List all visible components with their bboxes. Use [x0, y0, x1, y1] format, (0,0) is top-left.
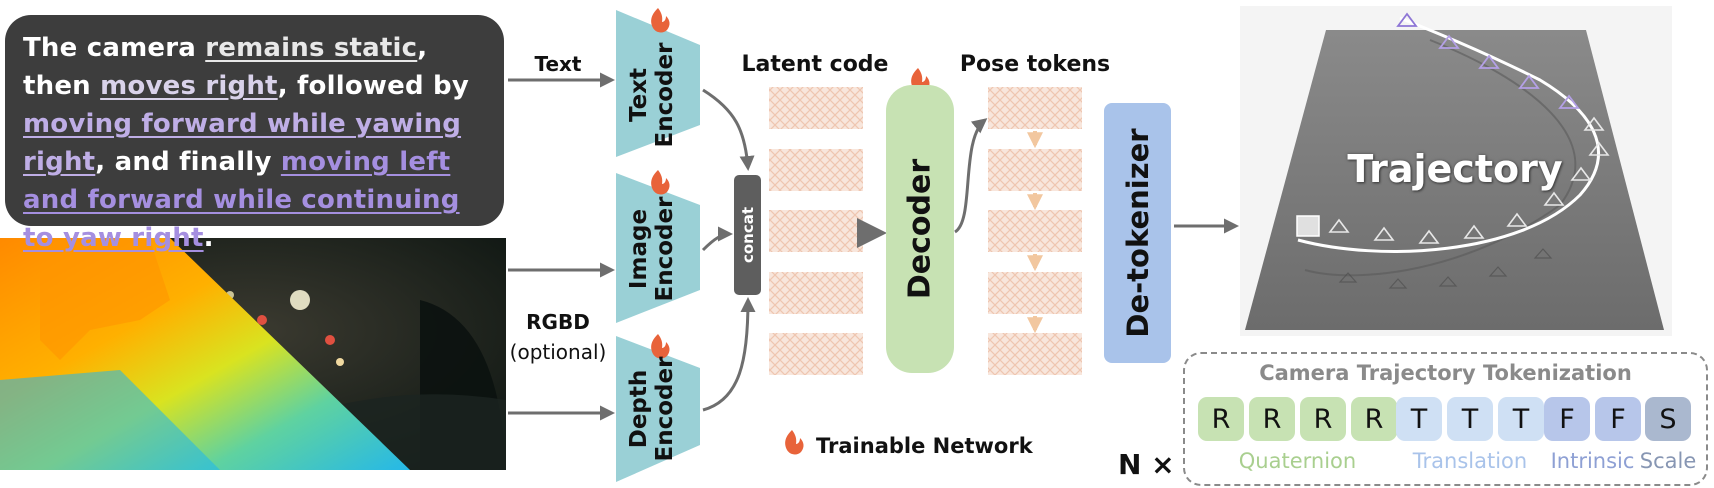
tokenization-box: [1183, 352, 1708, 486]
image-encoder-l1: Image: [626, 208, 652, 290]
token-group-label: Intrinsic: [1550, 449, 1635, 473]
decoder-label: Decoder: [902, 158, 938, 300]
prompt-segment: .: [203, 223, 214, 253]
tokenization-title: Camera Trajectory Tokenization: [1259, 361, 1632, 385]
prompt-segment: moving forward while yawing right: [23, 109, 462, 177]
prompt-segment: moves right: [100, 71, 278, 101]
token-translation: T: [1396, 397, 1442, 441]
token-translation: T: [1498, 397, 1544, 441]
image-encoder: Image Encoder: [626, 194, 680, 304]
depth-encoder-l1: Depth: [626, 369, 652, 449]
decoder-block: Decoder: [886, 85, 954, 373]
token-scale: S: [1645, 397, 1691, 441]
concat-label: concat: [738, 206, 757, 264]
rgbd-image: [0, 238, 506, 470]
text-prompt: The camera remains static, then moves ri…: [5, 15, 504, 253]
token-intrinsic: F: [1544, 397, 1590, 441]
token-quaternion: R: [1351, 397, 1397, 441]
token-translation: T: [1447, 397, 1493, 441]
prompt-segment: , and finally: [95, 147, 281, 177]
text-input-label: Text: [534, 52, 582, 76]
text-encoder: Text Encoder: [626, 40, 680, 150]
image-encoder-shape: [616, 173, 700, 323]
rgbd-label: RGBD: [526, 310, 590, 334]
text-encoder-l2: Encoder: [652, 42, 678, 148]
token-quaternion: R: [1198, 397, 1244, 441]
token-intrinsic: F: [1595, 397, 1641, 441]
n-times-label: N ×: [1118, 448, 1175, 481]
token-group-label: Quaternion: [1238, 449, 1357, 473]
concat-block: concat: [734, 175, 761, 295]
latent-code-grid: [769, 87, 863, 375]
detokenizer-label: De-tokenizer: [1120, 128, 1155, 338]
depth-encoder-l2: Encoder: [652, 356, 678, 462]
text-encoder-l1: Text: [626, 67, 652, 123]
depth-encoder-shape: [616, 336, 700, 482]
flame-icon: [651, 8, 930, 455]
prompt-segment: , followed by: [277, 71, 469, 101]
token-quaternion: R: [1300, 397, 1346, 441]
token-group-label: Scale: [1639, 449, 1697, 473]
detokenizer-block: De-tokenizer: [1104, 103, 1171, 363]
pose-tokens-grid: [988, 87, 1082, 375]
trajectory-title: Trajectory: [1347, 147, 1563, 191]
prompt-segment: The camera: [23, 33, 206, 63]
text-encoder-shape: [616, 10, 700, 157]
depth-encoder: Depth Encoder: [626, 354, 680, 464]
token-group-label: Translation: [1412, 449, 1528, 473]
trajectory-visualization: [1240, 6, 1672, 336]
prompt-segment: moving left and forward while continuing…: [23, 147, 460, 253]
prompt-segment: , then: [23, 33, 428, 101]
optional-label: (optional): [509, 340, 607, 364]
token-quaternion: R: [1249, 397, 1295, 441]
image-encoder-l2: Encoder: [652, 196, 678, 302]
latent-code-label: Latent code: [741, 52, 889, 77]
trainable-network-label: Trainable Network: [816, 434, 1033, 458]
prompt-segment: remains static: [205, 33, 418, 63]
pose-tokens-label: Pose tokens: [959, 52, 1111, 77]
